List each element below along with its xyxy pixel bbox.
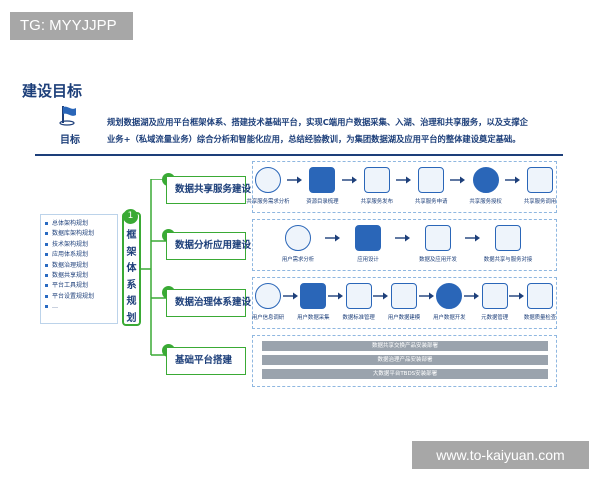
arrow-right-icon [504,176,520,184]
layer-5-panel [252,161,557,213]
framework-item: 数据共享规划 [45,271,117,281]
arrow-right-icon [395,234,410,242]
step-label: 用户数据采集 [297,315,330,321]
framework-item: 数据库架构规划 [45,229,117,239]
step-label: 数据共享与服务对接 [483,257,533,263]
step-label: 共享服务需求分析 [246,199,290,205]
framework-items-box: 总体架构规划 数据库架构规划 技术架构规划 应用体系规划 数据治理规划 数据共享… [40,214,118,324]
step-label: 用户信息调研 [251,315,285,321]
watermark-bottom-right: www.to-kaiyuan.com [412,441,589,469]
framework-number: 1 [123,209,138,224]
layer-connector [141,179,167,356]
network-icon [481,283,508,309]
hierarchy-icon [391,283,417,309]
deploy-bar: 数据共享交换产品安装部署 [262,341,548,351]
presentation-icon [355,225,381,251]
code-icon [436,283,463,309]
globe-icon [527,167,553,193]
framework-item: 平台工具规划 [45,281,117,291]
step-label: 用户数据开发 [433,315,466,321]
step-label: 资源目录梳理 [306,199,339,205]
cube-share-icon [495,225,521,251]
step-label: 共享服务调用 [523,199,557,205]
framework-item: 总体架构规划 [45,219,117,229]
arrow-right-icon [373,292,389,300]
framework-label-char: 架 [126,246,137,258]
step-label: 用户数据建模 [387,315,421,321]
goal-label: 目标 [60,135,80,146]
step-label: 共享服务授权 [469,199,502,205]
goal-text: 规划数据湖及应用平台框架体系、搭建技术基础平台，实现C端用户数据采集、入湖、治理… [107,114,567,148]
framework-label-char: 系 [126,279,137,291]
arrow-right-icon [282,292,298,300]
framework-label-char: 框 [126,230,137,241]
arrow-right-icon [325,234,340,242]
shield-icon [418,167,445,193]
framework-item: 应用体系规划 [45,250,117,260]
layer-4-box: 数据分析应用建设 [166,232,251,260]
framework-label-char: 体 [126,263,137,274]
data-icon [300,283,327,309]
arrow-right-icon [341,176,357,184]
arrow-right-icon [396,176,411,184]
framework-item: … [45,302,117,312]
layer-2-box: 基础平台搭建 [166,347,246,375]
framework-item: 数据治理规划 [45,261,117,271]
arrow-right-icon [464,292,479,300]
arrow-right-icon [418,292,434,300]
framework-item: 技术架构规划 [45,240,117,250]
deploy-bar: 大数据平台TBDS安装部署 [262,369,548,379]
step-label: 元数据管理 [481,315,509,321]
framework-label: 框架体系规划 [124,228,139,327]
arrow-right-icon [328,292,343,300]
framework-label-char: 规 [126,296,137,307]
framework-label-char: 划 [126,312,137,324]
watermark-top-left: TG: MYYJJPP [10,12,133,40]
step-label: 共享服务发布 [360,199,393,205]
cloud-gear-icon [425,225,451,251]
people-icon [255,167,281,193]
step-label: 用户需求分析 [281,257,315,263]
goal-line-1: 规划数据湖及应用平台框架体系、搭建技术基础平台，实现C端用户数据采集、入湖、治理… [107,117,528,127]
header-divider [35,154,563,156]
layer-3-box: 数据治理体系建设 [166,289,251,317]
step-label: 应用设计 [357,257,379,263]
layer-5-box: 数据共享服务建设 [166,176,251,204]
survey-icon [255,283,281,309]
flag-icon [59,106,76,126]
arrow-right-icon [509,292,525,300]
list-icon [309,167,336,193]
arrow-right-icon [450,176,466,184]
framework-item: 平台设置规规划 [45,292,117,302]
step-label: 数据及应用开发 [419,257,457,263]
goal-line-2: 业务+（私域流量业务）综合分析和智能化应用，总结经验教训，为集团数据湖及应用平台… [107,134,521,144]
cube-icon [363,167,390,193]
table-icon [345,283,372,309]
deploy-bar: 数据治理产品安装部署 [262,355,548,365]
step-label: 共享服务申请 [415,199,448,205]
page-title: 建设目标 [22,82,83,100]
arrow-right-icon [465,234,480,242]
database-check-icon [527,283,553,309]
step-label: 数据质量检查 [523,315,557,321]
step-label: 数据标准管理 [342,315,375,321]
arrow-right-icon [287,176,303,184]
stamp-icon [472,167,499,193]
document-check-icon [285,225,311,251]
